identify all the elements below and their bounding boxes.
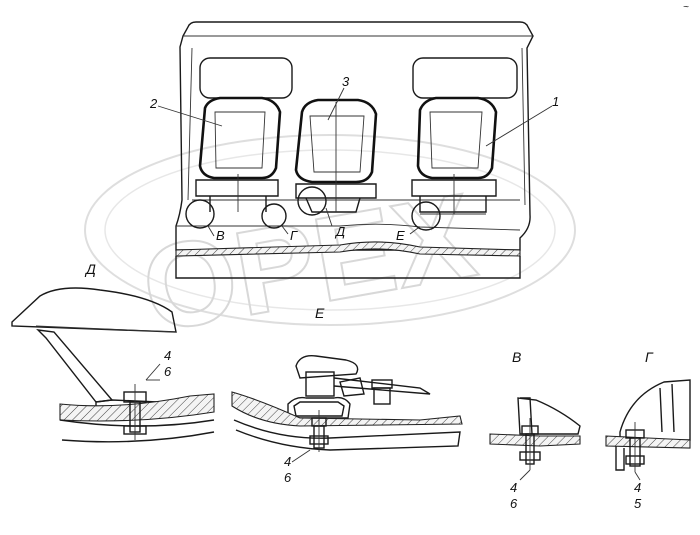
detail-B-title: В (512, 349, 521, 365)
leader-seat-2 (157, 105, 223, 127)
callout-view-B: В (216, 228, 225, 243)
view-markers (185, 186, 441, 237)
detail-D-title: Д (84, 261, 96, 277)
corner-mark: ~ (683, 2, 689, 13)
detail-B-part-bottom: 6 (510, 496, 518, 511)
detail-D (11, 287, 215, 443)
callout-view-E: Е (396, 228, 405, 243)
leader-seat-3 (327, 87, 345, 121)
seat-3 (294, 98, 378, 213)
detail-G-part-top: 4 (634, 480, 641, 495)
detail-B-part-top: 4 (510, 480, 517, 495)
callout-view-D: Д (334, 224, 345, 239)
detail-B (489, 397, 581, 481)
detail-G (605, 379, 691, 481)
callout-view-G: Г (290, 228, 298, 243)
leader-seat-1 (485, 105, 553, 147)
detail-E (231, 355, 463, 452)
detail-E-title: Е (315, 305, 325, 321)
detail-E-part-bottom: 6 (284, 470, 292, 485)
cab-rear-wall (175, 21, 534, 279)
seat-2 (195, 96, 282, 212)
callout-seat-1: 1 (552, 94, 559, 109)
detail-D-part-bottom: 6 (164, 364, 172, 379)
detail-G-title: Г (645, 349, 654, 365)
detail-E-part-top: 4 (284, 454, 291, 469)
detail-D-part-top: 4 (164, 348, 171, 363)
detail-E-leader (291, 449, 311, 463)
callout-seat-3: 3 (342, 74, 350, 89)
callout-seat-2: 2 (149, 96, 158, 111)
detail-G-part-bottom: 5 (634, 496, 642, 511)
